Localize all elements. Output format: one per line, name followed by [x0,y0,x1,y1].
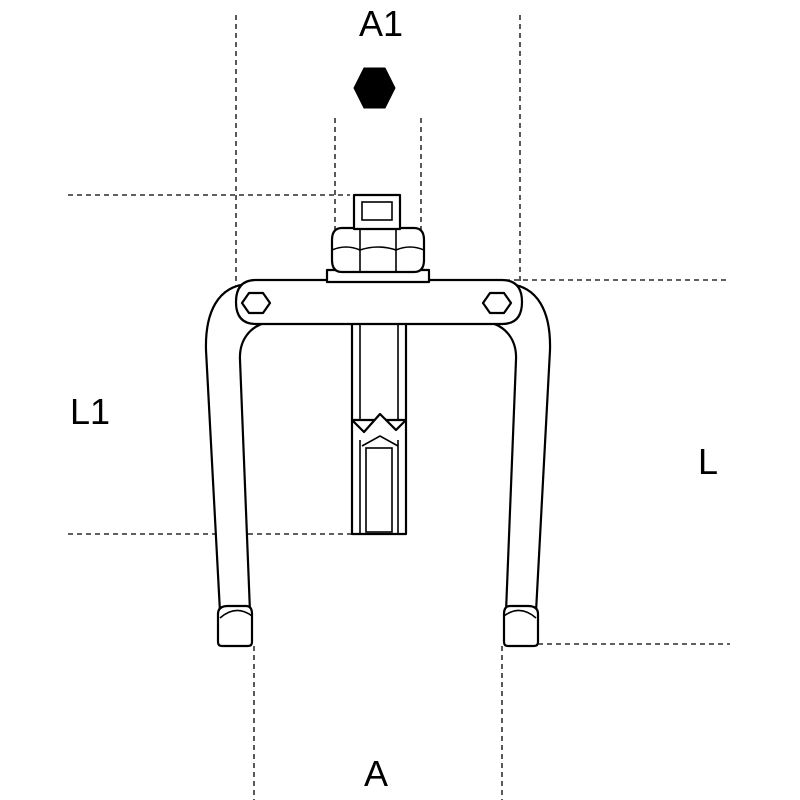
nut-chamfer [331,246,425,251]
socket-hex-top [361,435,399,447]
left-leg [204,282,270,614]
label-l: L [698,441,718,482]
right-jaw-tip [502,604,540,648]
right-pivot-bolt [481,291,513,315]
bolt-head [352,193,402,231]
top-nut-assembly [325,193,431,284]
socket-break [363,412,397,433]
left-jaw-tip [216,604,254,648]
label-a: A [364,753,388,794]
label-a1: A1 [359,3,403,44]
right-leg [486,282,552,614]
hex-nut [330,226,426,274]
hexagon-icon [353,67,396,109]
socket-inner [365,447,393,533]
bolt-head-face [361,201,393,221]
left-pivot-bolt [240,291,272,315]
central-rod [350,318,408,536]
puller-legs [204,282,552,648]
crossbar [234,278,524,326]
left-jaw-hook [219,609,253,619]
right-jaw-hook [503,609,537,619]
label-l1: L1 [70,391,110,432]
crossbar-body [234,278,524,326]
rod-upper [350,318,408,422]
